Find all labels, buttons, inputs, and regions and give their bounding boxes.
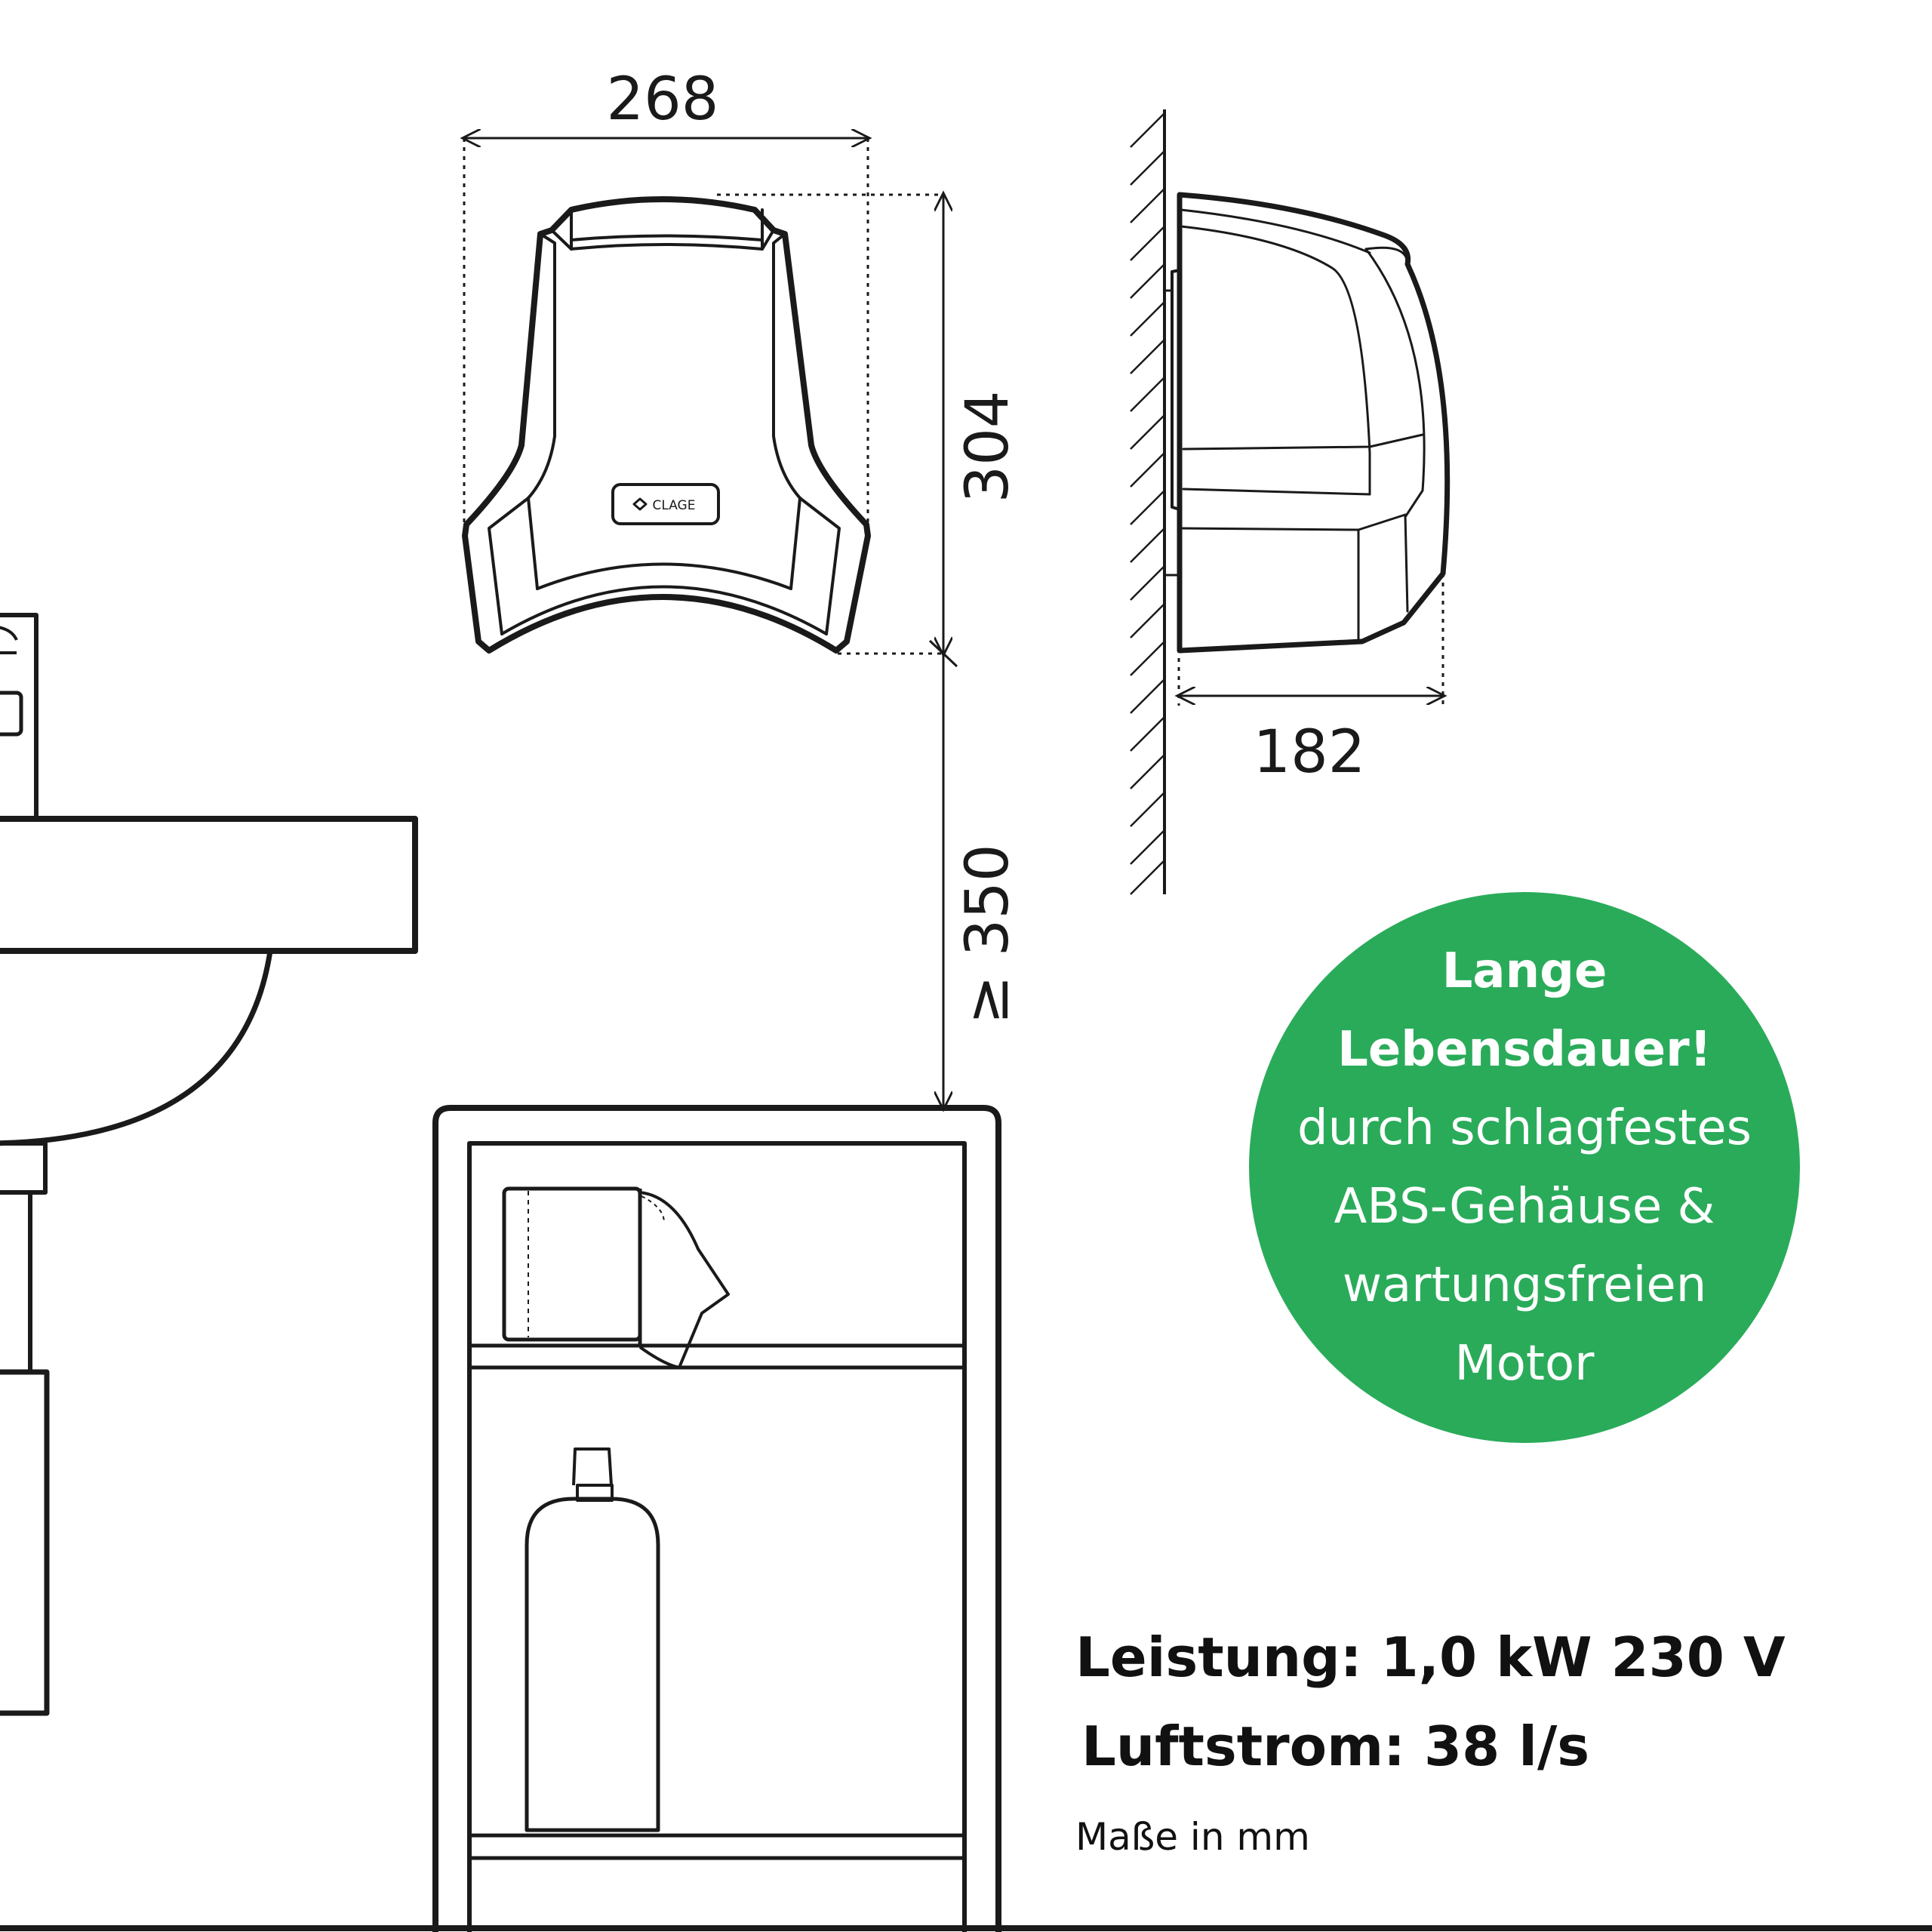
power-spec: Leistung: 1,0 kW 230 V bbox=[1075, 1626, 1786, 1689]
dim-width-label: 268 bbox=[607, 66, 719, 134]
dimension-lines bbox=[464, 138, 1443, 1108]
feature-badge: Lange Lebensdauer! durch schlagfestes AB… bbox=[1249, 892, 1800, 1443]
badge-line-2: Lebensdauer! bbox=[1337, 1022, 1712, 1078]
dim-depth-label: 182 bbox=[1254, 718, 1366, 786]
badge-line-6: Motor bbox=[1454, 1336, 1595, 1392]
airflow-spec: Luftstrom: 38 l/s bbox=[1081, 1715, 1590, 1778]
sink bbox=[0, 613, 418, 1716]
hand-dryer-front-view bbox=[462, 196, 871, 654]
wall bbox=[1130, 109, 1166, 895]
hand-dryer-side-view bbox=[1163, 192, 1451, 654]
badge-line-5: wartungsfreien bbox=[1342, 1257, 1707, 1313]
badge-line-3: durch schlagfestes bbox=[1297, 1100, 1752, 1156]
badge-line-4: ABS-Gehäuse & bbox=[1334, 1179, 1715, 1235]
unit-note: Maße in mm bbox=[1075, 1815, 1310, 1859]
paper-towel-dispenser bbox=[502, 1186, 730, 1369]
badge-line-1: Lange bbox=[1441, 943, 1607, 999]
dim-height-label: 304 bbox=[954, 391, 1022, 503]
dim-mount-height-label: ≥ 350 bbox=[954, 844, 1022, 1024]
logo-text: CLAGE bbox=[653, 498, 696, 513]
soap-bottle bbox=[525, 1447, 660, 1832]
cabinet bbox=[0, 1105, 1932, 1932]
